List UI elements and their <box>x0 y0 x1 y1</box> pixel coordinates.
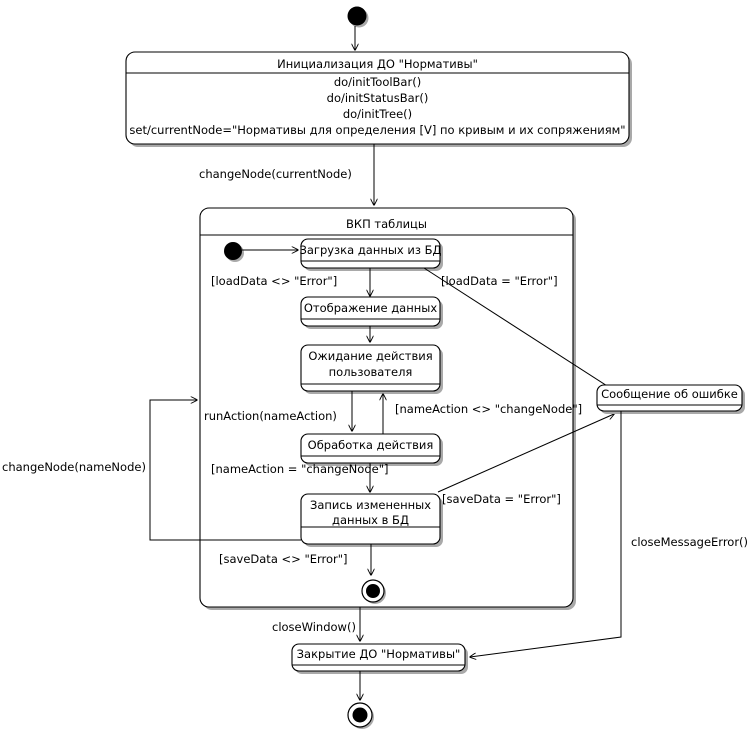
edge-save-to-error <box>437 414 614 493</box>
edge-label-load-to-error: [loadData = "Error"] <box>441 274 558 288</box>
state-close-title: Закрытие ДО "Нормативы" <box>297 647 461 661</box>
state-composite-vkp[interactable]: ВКП таблицы <box>199 207 576 610</box>
state-save-data[interactable]: Запись измененных данных в БД <box>300 493 443 547</box>
state-wait-title-line1: Ожидание действия <box>308 349 432 363</box>
edge-label-save-to-final: [saveData <> "Error"] <box>219 552 348 566</box>
state-close[interactable]: Закрытие ДО "Нормативы" <box>291 643 468 674</box>
edge-label-load-to-display: [loadData <> "Error"] <box>211 274 337 288</box>
start-node-top <box>347 6 369 28</box>
final-state-inner <box>361 579 386 604</box>
edge-label-error-to-close: closeMessageError() <box>631 535 748 549</box>
final-state-bottom <box>347 702 374 729</box>
edge-label-loop-change-node: changeNode(nameNode) <box>2 460 146 474</box>
state-error-title: Сообщение об ошибке <box>601 387 738 401</box>
edge-label-init-to-composite: changeNode(currentNode) <box>199 167 352 181</box>
state-wait-user-action[interactable]: Ожидание действия пользователя <box>300 344 443 394</box>
state-init-action-3: set/currentNode="Нормативы для определен… <box>129 123 625 137</box>
start-node-inner <box>224 242 244 262</box>
edge-label-wait-to-process: runAction(nameAction) <box>204 409 337 423</box>
state-save-title-line1: Запись измененных <box>310 498 431 512</box>
edge-label-save-to-error: [saveData = "Error"] <box>442 492 561 506</box>
edge-label-process-to-wait: [nameAction <> "changeNode"] <box>395 402 582 416</box>
edge-label-composite-to-close: closeWindow() <box>272 620 356 634</box>
state-init[interactable]: Инициализация ДО "Нормативы" do/initTool… <box>125 51 632 147</box>
state-init-title: Инициализация ДО "Нормативы" <box>277 57 478 71</box>
state-init-action-1: do/initStatusBar() <box>327 91 429 105</box>
state-load-title: Загрузка данных из БД <box>299 243 441 257</box>
state-composite-title: ВКП таблицы <box>346 217 427 231</box>
state-init-action-2: do/initTree() <box>343 107 412 121</box>
state-save-title-line2: данных в БД <box>332 513 409 527</box>
state-wait-title-line2: пользователя <box>329 365 413 379</box>
state-process-action[interactable]: Обработка действия <box>300 433 443 466</box>
state-load-data[interactable]: Загрузка данных из БД <box>299 238 443 271</box>
state-display-title: Отображение данных <box>304 301 438 315</box>
edge-label-process-to-save: [nameAction = "changeNode"] <box>211 462 388 476</box>
edge-load-to-error <box>423 267 615 391</box>
state-init-action-0: do/initToolBar() <box>334 75 421 89</box>
state-process-title: Обработка действия <box>308 438 434 452</box>
state-error-message[interactable]: Сообщение об ошибке <box>596 384 745 414</box>
edge-loop-change-node <box>149 400 301 541</box>
edge-error-to-close <box>470 411 622 657</box>
state-display-data[interactable]: Отображение данных <box>300 296 443 329</box>
